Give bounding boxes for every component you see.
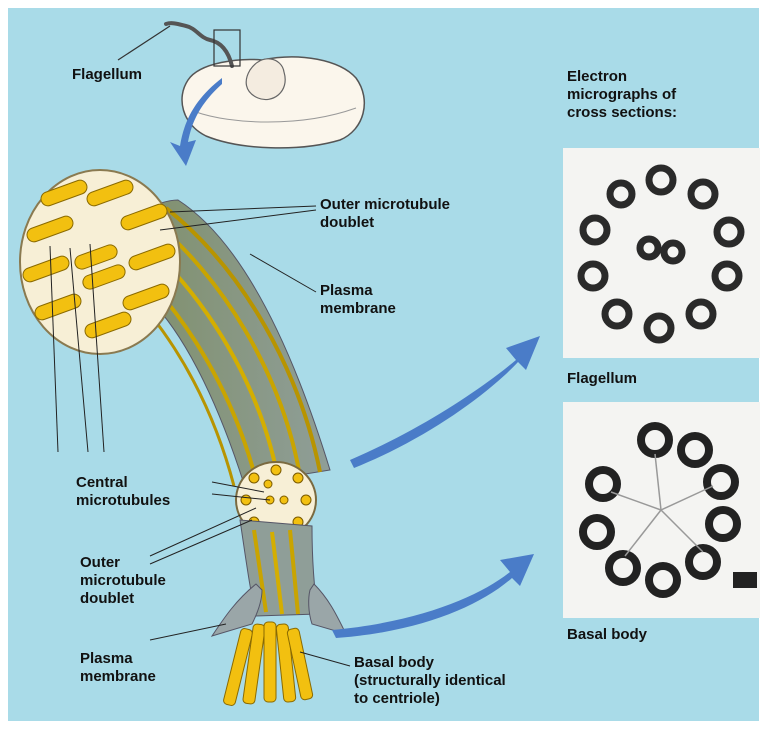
label-basal-body: Basal body (structurally identical to ce… (354, 654, 506, 708)
label-plasma-membrane: Plasma membrane (320, 282, 396, 318)
label-flagellum: Flagellum (72, 66, 142, 84)
flagellum-micrograph (563, 148, 760, 358)
label-micrograph-basal-body: Basal body (567, 626, 647, 644)
label-central-microtubules: Central microtubules (76, 474, 170, 510)
basal-body-micrograph (563, 402, 760, 618)
cell-icon (182, 57, 364, 148)
arrow-to-flagellum-micrograph (350, 336, 540, 468)
flagellum-icon (118, 23, 240, 66)
basal-body (223, 622, 314, 706)
arrow-to-basal-micrograph (332, 554, 534, 638)
label-outer-microtubule-doublet: Outer microtubule doublet (320, 196, 450, 232)
flagellum-cross-section (20, 170, 180, 354)
label-plasma-membrane-lower: Plasma membrane (80, 650, 156, 686)
label-micrographs-title: Electron micrographs of cross sections: (567, 68, 677, 122)
label-micrograph-flagellum: Flagellum (567, 370, 637, 388)
label-outer-microtubule-doublet-lower: Outer microtubule doublet (80, 554, 166, 608)
